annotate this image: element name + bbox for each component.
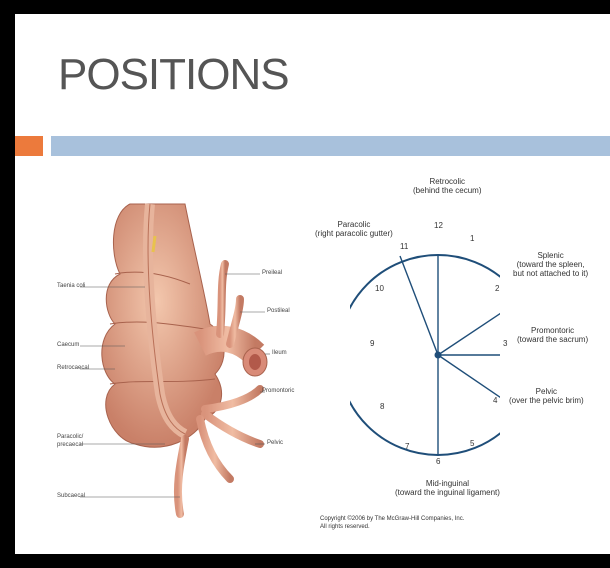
promontoric-desc: (toward the sacrum) [517,335,588,344]
label-splenic: Splenic (toward the spleen, but not atta… [513,251,588,279]
label-retrocolic: Retrocolic (behind the cecum) [413,177,481,195]
label-paracolic-position: Paracolic (right paracolic gutter) [315,220,393,238]
clock-number-11: 11 [400,242,408,251]
clock-number-2: 2 [495,284,499,293]
splenic-desc-1: (toward the spleen, [513,260,588,269]
clock-number-12: 12 [434,221,443,230]
label-cecum: Caecum [57,342,79,348]
clock-number-5: 5 [470,439,474,448]
copyright-line-1: Copyright ©2006 by The McGraw-Hill Compa… [320,516,464,524]
label-preileal: Preileal [262,270,282,276]
clock-number-9: 9 [370,339,374,348]
label-midinguinal: Mid-inguinal (toward the inguinal ligame… [395,479,500,497]
pelvic-desc: (over the pelvic brim) [509,396,584,405]
label-precaecal: precaecal [57,442,83,448]
hand-4 [438,355,500,404]
hand-11 [400,256,438,355]
clock-number-10: 10 [375,284,384,293]
paracolic-desc: (right paracolic gutter) [315,229,393,238]
midinguinal-title: Mid-inguinal [395,479,500,488]
copyright-line-2: All rights reserved. [320,524,464,532]
retrocolic-title: Retrocolic [413,177,481,186]
label-taenia-coli: Taenia coli [57,283,85,289]
clock-face [350,224,500,484]
splenic-desc-2: but not attached to it) [513,269,588,278]
retrocolic-desc: (behind the cecum) [413,186,481,195]
hand-2 [438,307,500,355]
midinguinal-desc: (toward the inguinal ligament) [395,488,500,497]
label-pelvic-position: Pelvic (over the pelvic brim) [509,387,584,405]
cecum-illustration: Taenia coli Caecum Retrocaecal Paracolic… [55,194,305,524]
label-promontoric: Promontoric [262,388,294,394]
accent-bar-orange [15,136,43,156]
clock-number-1: 1 [470,234,474,243]
cecum-drawing [55,194,305,524]
label-subcaecal: Subcaecal [57,493,85,499]
clock-number-6: 6 [436,457,440,466]
paracolic-title: Paracolic [315,220,393,229]
clock-number-7: 7 [405,442,409,451]
splenic-title: Splenic [513,251,588,260]
label-paracolic: Paracolic/ [57,434,83,440]
pelvic-title: Pelvic [509,387,584,396]
label-promontoric-position: Promontoric (toward the sacrum) [517,326,588,344]
clock-center [435,352,442,359]
label-postileal: Postileal [267,308,290,314]
accent-bar-blue [51,136,610,156]
clock-number-4: 4 [493,396,497,405]
copyright-notice: Copyright ©2006 by The McGraw-Hill Compa… [320,516,464,532]
slide: POSITIONS [15,14,610,554]
label-pelvic: Pelvic [267,440,283,446]
clock-number-3: 3 [503,339,507,348]
slide-title: POSITIONS [58,50,289,100]
label-retrocaecal: Retrocaecal [57,365,89,371]
clock-number-8: 8 [380,402,384,411]
label-ileum: Ileum [272,350,287,356]
promontoric-title: Promontoric [517,326,588,335]
